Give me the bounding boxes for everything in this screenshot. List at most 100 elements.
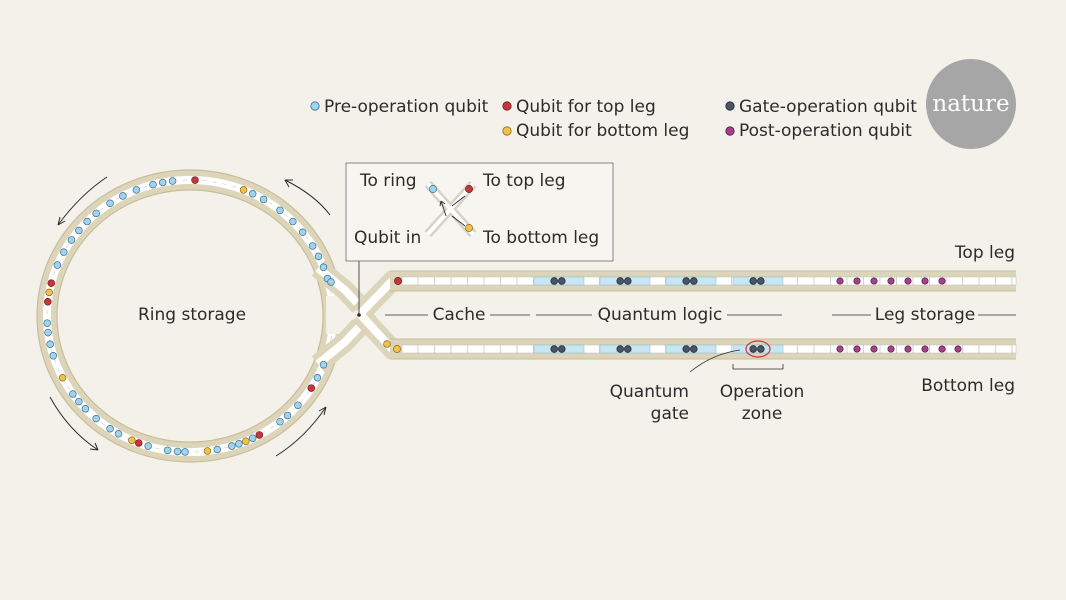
gate-operation-qubit (682, 345, 690, 353)
legend-swatch-gate-operation (725, 101, 735, 111)
operation-zone-bracket (732, 364, 784, 370)
pre-operation-qubit (158, 178, 167, 187)
arrow-bottom-left-head (89, 442, 99, 451)
pre-operation-qubit (43, 319, 51, 327)
pre-operation-qubit (119, 192, 127, 200)
pre-operation-qubit (298, 228, 307, 237)
gate-operation-qubit (624, 277, 632, 285)
label-ring-storage: Ring storage (138, 305, 246, 325)
label-bottom-leg: Bottom leg (921, 376, 1015, 396)
top-leg-qubit-qubit (191, 176, 199, 184)
circulation-arrows (49, 176, 331, 457)
inset-qubit-bottom (465, 224, 473, 232)
pre-operation-qubit (75, 226, 83, 235)
pre-operation-qubit (92, 209, 100, 218)
bottom-leg-qubit-qubit (45, 288, 53, 297)
pre-operation-qubit (181, 448, 189, 456)
ring-connector-bottom-ch (315, 323, 363, 368)
ring-gap-mask (326, 296, 348, 334)
pre-operation-qubit (168, 177, 177, 185)
pre-operation-qubit (67, 236, 76, 244)
legend-gate-operation: Gate-operation qubit (739, 97, 917, 117)
pre-operation-qubit (313, 373, 322, 382)
label-cache: Cache (433, 305, 486, 325)
ring-inner-edge (56, 189, 324, 443)
top-leg-qubit-qubit (47, 279, 55, 287)
arrow-top-right (284, 179, 331, 216)
post-operation-qubit (887, 277, 895, 285)
inset-box (345, 162, 614, 262)
bottom-leg-qubit-qubit (383, 340, 391, 348)
pre-operation-qubit (319, 360, 328, 369)
pre-operation-qubit (106, 424, 114, 433)
pre-operation-qubit (314, 252, 323, 261)
post-operation-qubit (938, 345, 946, 353)
gate-operation-qubit (690, 277, 698, 285)
bottom-leg-qubit-qubit (242, 437, 250, 445)
top-leg-qubit-qubit (394, 277, 402, 285)
pre-operation-qubit (106, 199, 114, 208)
pre-operation-qubit (163, 446, 172, 455)
bottom-leg-qubit-qubit (393, 345, 401, 353)
bottom-leg-qubit-qubit (203, 447, 212, 455)
top-leg-qubit-qubit (44, 298, 52, 306)
post-operation-qubit (921, 345, 929, 353)
legend-top-leg: Qubit for top leg (516, 97, 656, 117)
pre-operation-qubit (92, 414, 100, 423)
legend-swatch-post-operation (725, 126, 735, 136)
post-operation-qubit (870, 345, 878, 353)
post-operation-qubit (904, 277, 912, 285)
pre-operation-qubit (132, 186, 141, 194)
pre-operation-qubit (83, 217, 91, 226)
nature-logo: nature (926, 59, 1016, 149)
label-quantum-logic: Quantum logic (598, 305, 723, 325)
inset-flow-arrows (439, 195, 466, 227)
gate-operation-qubit (749, 277, 757, 285)
junction-inset: To ring To top leg Qubit in To bottom le… (345, 162, 614, 315)
pre-operation-qubit (327, 278, 335, 286)
label-operation-zone-1: Operation (720, 382, 805, 402)
pre-operation-qubit (59, 248, 68, 256)
label-top-leg: Top leg (954, 243, 1015, 263)
legend-bottom-leg: Qubit for bottom leg (516, 121, 689, 141)
pre-operation-qubit (228, 442, 236, 450)
post-operation-qubit (921, 277, 929, 285)
pre-operation-qubit (259, 195, 268, 204)
leg-qubits (393, 277, 962, 353)
gate-operation-qubit (550, 345, 558, 353)
gate-operation-qubit (757, 277, 765, 285)
gate-operation-qubit (624, 345, 632, 353)
top-leg-qubit-qubit (307, 384, 316, 392)
pre-operation-qubit (69, 390, 77, 398)
top-leg-qubit-qubit (255, 431, 264, 439)
inset-channel-b-ch (426, 182, 475, 236)
pre-operation-qubit (49, 352, 57, 360)
ring-qubits (43, 176, 391, 456)
arrow-top-left (57, 176, 108, 226)
pre-operation-qubit (319, 263, 328, 272)
bottom-leg-qubit-qubit (128, 436, 136, 444)
label-quantum-gate-2: gate (651, 404, 689, 424)
quantum-gate-highlight (745, 340, 771, 358)
legend-swatch-pre-operation (310, 101, 320, 111)
inset-to-bottom-leg: To bottom leg (482, 228, 599, 248)
arrow-bottom-right-head (318, 406, 327, 416)
post-operation-qubit (887, 345, 895, 353)
pre-operation-qubit (248, 434, 257, 442)
inset-to-ring: To ring (359, 171, 417, 191)
ring-storage-track (36, 169, 368, 463)
pre-operation-qubit (144, 442, 152, 450)
legend: Pre-operation qubit Qubit for top leg Qu… (310, 97, 917, 141)
pre-operation-qubit (75, 397, 83, 406)
pre-operation-qubit (276, 206, 284, 215)
gate-operation-qubit (749, 345, 757, 353)
gate-operation-qubit (682, 277, 690, 285)
pre-operation-qubit (81, 405, 90, 413)
post-operation-qubit (836, 345, 844, 353)
post-operation-qubit (836, 277, 844, 285)
gate-operation-qubit (616, 277, 624, 285)
arrow-top-left-head (57, 216, 66, 226)
pre-operation-qubit (235, 440, 243, 448)
pre-operation-qubit (53, 261, 62, 269)
